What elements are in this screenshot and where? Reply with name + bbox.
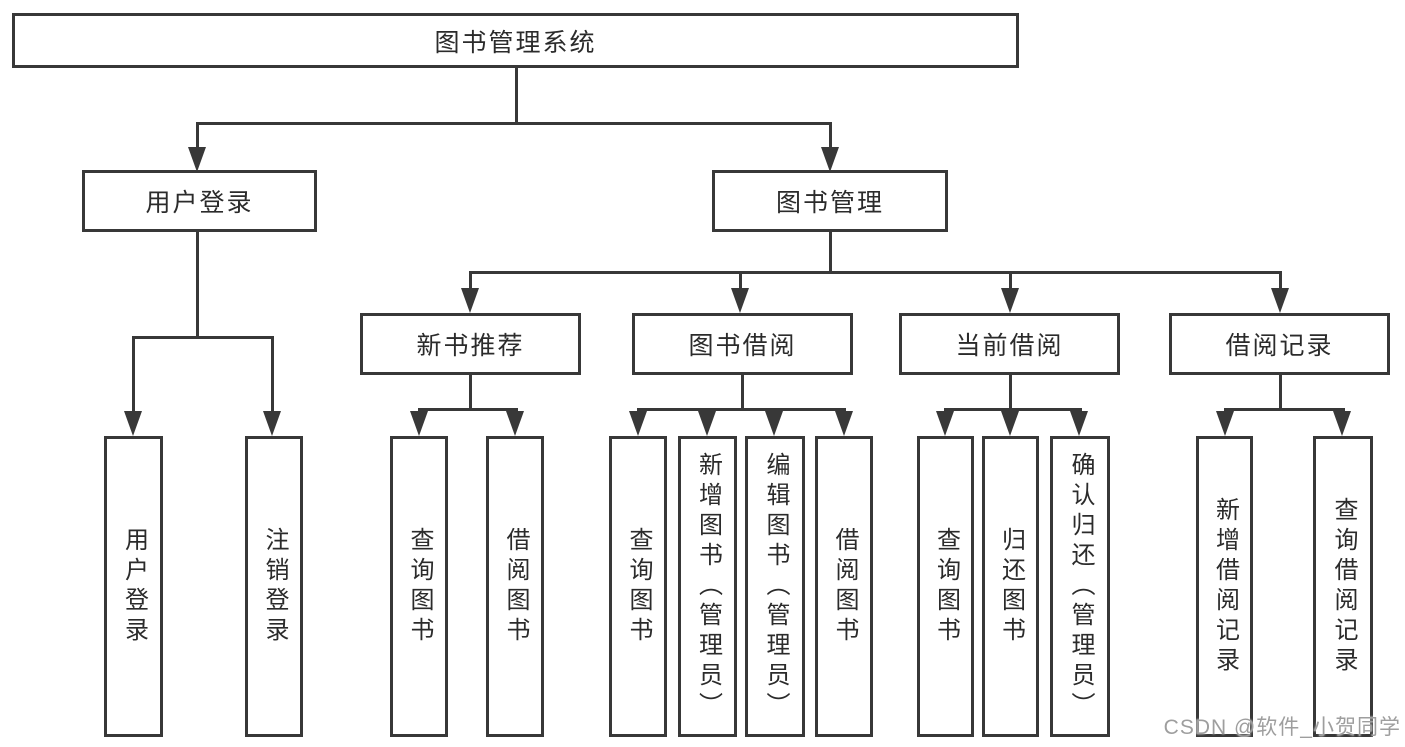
leaf-add-borrow-record: 新增借阅记录 (1196, 436, 1253, 737)
csdn-watermark: CSDN @软件_小贺同学 (1163, 716, 1401, 739)
node-book-borrowing-label: 图书借阅 (688, 332, 797, 360)
leaf-logout: 注销登录 (245, 436, 303, 737)
connector-borrowing-bus (637, 408, 846, 411)
connector-recommend-bus (418, 408, 518, 411)
connector-to-leaf-logout (271, 336, 274, 413)
arrowhead-icon (731, 288, 749, 313)
connector-to-new-book (469, 271, 472, 290)
arrowhead-icon (1001, 288, 1019, 313)
connector-borrowing-stem (741, 375, 744, 411)
leaf-edit-book-admin: 编辑图书（管理员） (745, 436, 805, 737)
arrowhead-icon (1333, 411, 1351, 436)
leaf-confirm-return-admin: 确认归还（管理员） (1050, 436, 1110, 737)
node-user-login-label: 用户登录 (145, 189, 254, 217)
connector-to-current (1009, 271, 1012, 290)
node-root: 图书管理系统 (12, 13, 1019, 68)
node-book-management-label: 图书管理 (775, 189, 884, 217)
arrowhead-icon (1001, 411, 1019, 436)
arrowhead-icon (188, 147, 206, 172)
node-current-borrowing: 当前借阅 (899, 313, 1120, 375)
node-current-borrowing-label: 当前借阅 (955, 332, 1064, 360)
arrowhead-icon (936, 411, 954, 436)
connector-records-stem (1279, 375, 1282, 411)
connector-to-borrowing (739, 271, 742, 290)
arrowhead-icon (124, 411, 142, 436)
node-new-book-recommend: 新书推荐 (360, 313, 581, 375)
leaf-user-login: 用户登录 (104, 436, 163, 737)
connector-root-stem (515, 68, 518, 125)
arrowhead-icon (629, 411, 647, 436)
connector-bookmgmt-bus (469, 271, 1281, 274)
connector-records-bus (1224, 408, 1345, 411)
connector-login-bus (132, 336, 274, 339)
arrowhead-icon (698, 411, 716, 436)
connector-to-records (1279, 271, 1282, 290)
leaf-query-borrow-record: 查询借阅记录 (1313, 436, 1373, 737)
node-borrowing-records: 借阅记录 (1169, 313, 1390, 375)
connector-login-stem (196, 232, 199, 338)
connector-current-stem (1009, 375, 1012, 411)
arrowhead-icon (263, 411, 281, 436)
arrowhead-icon (1070, 411, 1088, 436)
leaf-query-books-recommend: 查询图书 (390, 436, 448, 737)
connector-to-book-management (829, 122, 832, 149)
node-book-management: 图书管理 (712, 170, 948, 232)
leaf-query-books-borrowing: 查询图书 (609, 436, 667, 737)
arrowhead-icon (835, 411, 853, 436)
connector-recommend-stem (469, 375, 472, 411)
leaf-borrow-books-borrowing: 借阅图书 (815, 436, 873, 737)
connector-current-bus (944, 408, 1082, 411)
connector-root-bus (196, 122, 832, 125)
arrowhead-icon (765, 411, 783, 436)
leaf-add-book-admin: 新增图书（管理员） (678, 436, 737, 737)
connector-to-user-login (196, 122, 199, 149)
leaf-return-books: 归还图书 (982, 436, 1039, 737)
arrowhead-icon (506, 411, 524, 436)
arrowhead-icon (1216, 411, 1234, 436)
leaf-query-books-current: 查询图书 (917, 436, 974, 737)
node-book-borrowing: 图书借阅 (632, 313, 853, 375)
leaf-borrow-books-recommend: 借阅图书 (486, 436, 544, 737)
arrowhead-icon (410, 411, 428, 436)
arrowhead-icon (461, 288, 479, 313)
connector-to-leaf-login (132, 336, 135, 413)
node-borrowing-records-label: 借阅记录 (1225, 332, 1334, 360)
node-new-book-recommend-label: 新书推荐 (416, 332, 525, 360)
node-user-login: 用户登录 (82, 170, 317, 232)
connector-bookmgmt-stem (829, 232, 832, 274)
arrowhead-icon (1271, 288, 1289, 313)
arrowhead-icon (821, 147, 839, 172)
node-root-label: 图书管理系统 (434, 28, 597, 57)
